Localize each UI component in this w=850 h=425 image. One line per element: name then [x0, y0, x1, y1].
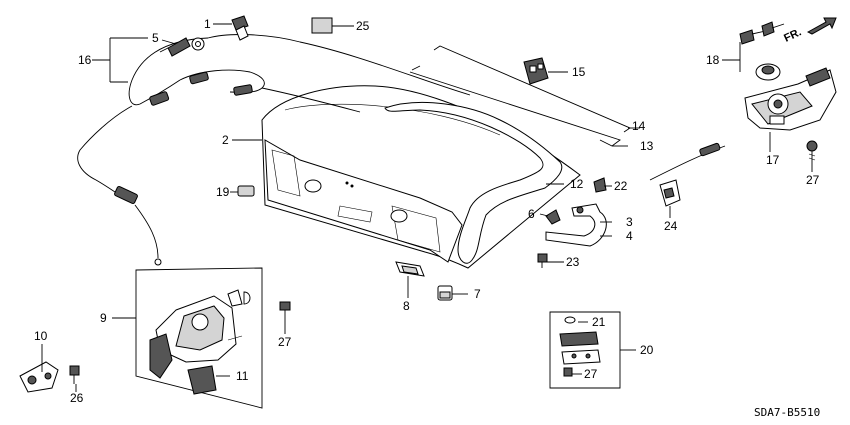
callout-25: 25	[356, 19, 370, 33]
callout-12: 12	[570, 177, 584, 191]
bolt-part-23	[537, 253, 548, 268]
leader-lines	[41, 23, 813, 392]
callout-16: 16	[78, 53, 92, 67]
callout-27-upper: 27	[806, 173, 820, 187]
callout-26: 26	[70, 391, 84, 405]
callout-10: 10	[34, 329, 48, 343]
bolt-part-27-middle	[279, 301, 291, 320]
callout-15: 15	[572, 65, 586, 79]
callout-17: 17	[766, 153, 780, 167]
clip-part-1	[231, 15, 249, 41]
callout-27-middle: 27	[278, 335, 292, 349]
callout-21: 21	[592, 315, 606, 329]
pad-part-25	[311, 17, 333, 34]
latch-group-box-9	[135, 267, 263, 409]
callout-1: 1	[204, 17, 211, 31]
front-label: FR.	[782, 26, 803, 44]
callout-27-lower: 27	[584, 367, 598, 381]
callout-14: 14	[632, 119, 646, 133]
callout-11: 11	[236, 369, 249, 383]
callout-20: 20	[640, 343, 654, 357]
bolt-part-27-upper	[806, 140, 818, 162]
clip-part-8	[395, 261, 425, 277]
callout-9: 9	[100, 311, 107, 325]
callout-7: 7	[474, 287, 481, 301]
weatherstrip	[384, 101, 563, 264]
callout-18: 18	[706, 53, 720, 67]
torsion-rods	[409, 45, 631, 147]
callout-4: 4	[626, 229, 633, 243]
bolt-part-26	[69, 365, 80, 384]
callout-23: 23	[566, 255, 580, 269]
callout-2: 2	[222, 133, 229, 147]
bumper-part-7	[437, 285, 453, 301]
group-box-20	[549, 311, 621, 389]
front-direction-indicator: FR.	[782, 17, 837, 45]
callout-22: 22	[614, 179, 628, 193]
callout-3: 3	[626, 215, 633, 229]
grommet-part-19	[237, 185, 255, 197]
callout-8: 8	[403, 299, 410, 313]
stopper-part-6	[545, 209, 561, 225]
callout-labels: 1 2 3 4 5 6 7 8 9 10 11 12 13 14 15 16 1…	[34, 17, 820, 405]
hinge-part-3-4	[545, 203, 607, 247]
callout-6: 6	[528, 207, 535, 221]
callout-13: 13	[640, 139, 654, 153]
switch-part-15	[523, 57, 549, 85]
cylinder-part-5	[159, 37, 205, 57]
trunk-latch-part-17	[744, 67, 837, 131]
callout-19: 19	[216, 185, 230, 199]
opener-cable	[77, 34, 726, 266]
diagram-code: SDA7-B5510	[754, 406, 820, 419]
striker-part-10	[19, 361, 59, 393]
key-cylinder-part-18	[739, 21, 785, 81]
bracket-part-24	[659, 179, 681, 207]
callout-24: 24	[664, 219, 678, 233]
nut-part-22	[593, 177, 607, 193]
callout-5: 5	[152, 31, 159, 45]
